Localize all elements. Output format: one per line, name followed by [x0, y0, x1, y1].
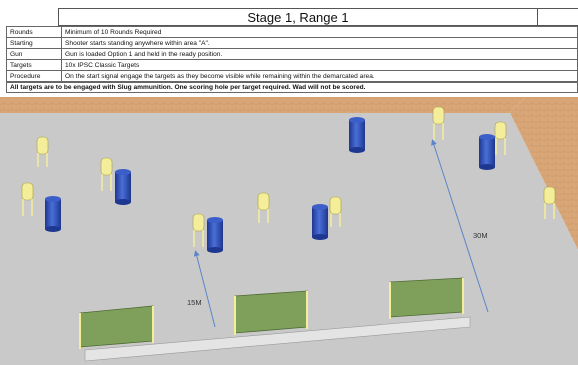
- barrel: [115, 169, 131, 205]
- row-value-rounds: Minimum of 10 Rounds Required: [61, 26, 578, 38]
- barrel: [207, 217, 223, 253]
- ipsc-target: [543, 186, 556, 219]
- row-label-rounds: Rounds: [6, 26, 62, 38]
- barrel: [479, 134, 495, 170]
- start-area-strip: [84, 316, 471, 362]
- table-row: Targets 10x IPSC Classic Targets: [6, 59, 578, 71]
- ipsc-target: [192, 213, 205, 247]
- ipsc-target: [257, 192, 270, 223]
- ipsc-target: [329, 196, 342, 227]
- stage-diagram: 15M 30M: [0, 97, 578, 365]
- row-value-procedure: On the start signal engage the targets a…: [61, 70, 578, 82]
- vision-panel: [389, 277, 464, 319]
- barrel: [312, 204, 328, 240]
- ipsc-target: [100, 157, 113, 191]
- barrel: [45, 196, 61, 232]
- row-value-starting: Shooter starts standing anywhere within …: [61, 37, 578, 49]
- ipsc-target: [432, 106, 445, 140]
- ipsc-target: [21, 182, 34, 216]
- ipsc-target: [36, 136, 49, 167]
- table-row: Starting Shooter starts standing anywher…: [6, 37, 578, 49]
- row-label-targets: Targets: [6, 59, 62, 71]
- ipsc-target: [494, 121, 507, 155]
- ammunition-notice: All targets are to be engaged with Slug …: [6, 82, 578, 93]
- stage-title: Stage 1, Range 1: [58, 8, 538, 26]
- row-label-gun: Gun: [6, 48, 62, 60]
- distance-label-30m: 30M: [473, 231, 488, 240]
- distance-arrow-30m: [431, 139, 489, 313]
- vision-panel: [79, 305, 154, 349]
- distance-label-15m: 15M: [187, 298, 202, 307]
- title-row-blank-cell: [538, 8, 578, 26]
- table-row: Rounds Minimum of 10 Rounds Required: [6, 26, 578, 38]
- table-row: Gun Gun is loaded Option 1 and held in t…: [6, 48, 578, 60]
- right-wall: [510, 97, 578, 250]
- barrel: [349, 117, 365, 153]
- distance-arrow-15m: [193, 250, 216, 328]
- row-label-procedure: Procedure: [6, 70, 62, 82]
- stage-info-table: Rounds Minimum of 10 Rounds Required Sta…: [6, 26, 578, 82]
- row-label-starting: Starting: [6, 37, 62, 49]
- table-row: Procedure On the start signal engage the…: [6, 70, 578, 82]
- back-wall: [0, 97, 525, 113]
- vision-panel: [234, 290, 308, 335]
- row-value-targets: 10x IPSC Classic Targets: [61, 59, 578, 71]
- row-value-gun: Gun is loaded Option 1 and held in the r…: [61, 48, 578, 60]
